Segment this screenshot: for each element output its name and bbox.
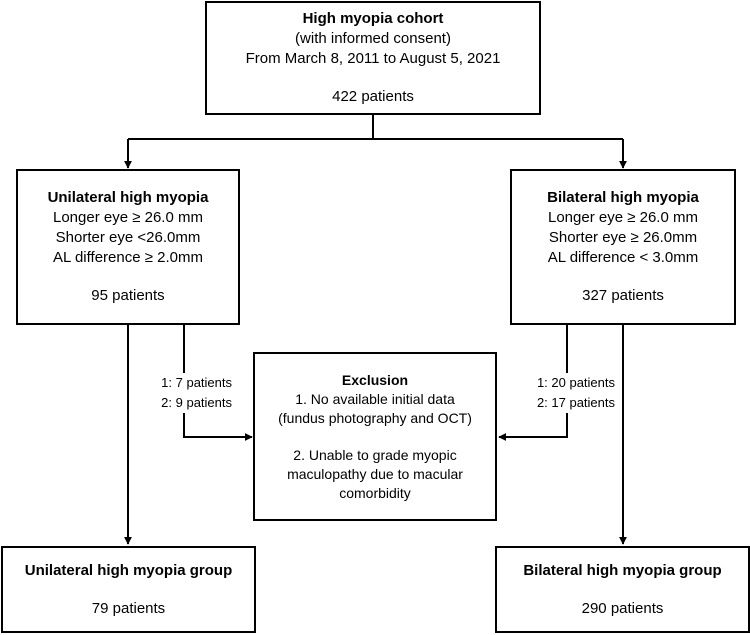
cohort-period: From March 8, 2011 to August 5, 2021 bbox=[245, 50, 501, 67]
left-exclusion-counts: 1: 7 patients 2: 9 patients bbox=[140, 373, 232, 413]
exclusion-reason-2b: maculopathy due to macular bbox=[287, 465, 463, 482]
bilateral-criterion-1: Longer eye ≥ 26.0 mm bbox=[548, 209, 698, 226]
cohort-box: High myopia cohort (with informed consen… bbox=[205, 1, 541, 115]
bilateral-group-title: Bilateral high myopia group bbox=[523, 561, 722, 579]
unilateral-group-count: 79 patients bbox=[91, 599, 166, 617]
unilateral-criterion-2: Shorter eye <26.0mm bbox=[55, 229, 201, 246]
unilateral-criterion-1: Longer eye ≥ 26.0 mm bbox=[53, 209, 203, 226]
unilateral-criterion-3: AL difference ≥ 2.0mm bbox=[53, 249, 203, 266]
right-exclusion-counts: 1: 20 patients 2: 17 patients bbox=[517, 373, 615, 413]
bilateral-title: Bilateral high myopia bbox=[547, 189, 699, 206]
exclusion-box: Exclusion 1. No available initial data (… bbox=[253, 352, 497, 521]
bilateral-count: 327 patients bbox=[582, 287, 664, 304]
bilateral-group-box: Bilateral high myopia group 290 patients bbox=[495, 546, 750, 633]
exclusion-reason-2a: 2. Unable to grade myopic bbox=[293, 446, 457, 463]
unilateral-count: 95 patients bbox=[91, 287, 165, 304]
unilateral-group-box: Unilateral high myopia group 79 patients bbox=[1, 546, 256, 633]
right-exclusion-count-1: 1: 20 patients bbox=[536, 375, 615, 390]
bilateral-box: Bilateral high myopia Longer eye ≥ 26.0 … bbox=[510, 169, 736, 325]
left-exclusion-count-1: 1: 7 patients bbox=[161, 375, 232, 390]
arrow-right-exclusion bbox=[498, 325, 568, 441]
cohort-consent: (with informed consent) bbox=[295, 30, 451, 47]
bilateral-criterion-2: Shorter eye ≥ 26.0mm bbox=[548, 229, 698, 246]
exclusion-reason-1a: 1. No available initial data bbox=[295, 390, 455, 407]
arrow-left-exclusion bbox=[183, 325, 253, 441]
exclusion-reason-1b: (fundus photography and OCT) bbox=[278, 409, 472, 426]
left-exclusion-count-2: 2: 9 patients bbox=[161, 395, 232, 410]
exclusion-reason-2c: comorbidity bbox=[339, 484, 411, 501]
unilateral-group-title: Unilateral high myopia group bbox=[24, 561, 233, 579]
unilateral-title: Unilateral high myopia bbox=[47, 189, 209, 206]
right-exclusion-count-2: 2: 17 patients bbox=[536, 395, 615, 410]
bilateral-group-count: 290 patients bbox=[581, 599, 664, 617]
unilateral-box: Unilateral high myopia Longer eye ≥ 26.0… bbox=[16, 169, 240, 325]
bilateral-criterion-3: AL difference < 3.0mm bbox=[547, 249, 699, 266]
cohort-title: High myopia cohort bbox=[302, 10, 444, 27]
cohort-count: 422 patients bbox=[332, 88, 414, 105]
exclusion-title: Exclusion bbox=[341, 371, 409, 388]
